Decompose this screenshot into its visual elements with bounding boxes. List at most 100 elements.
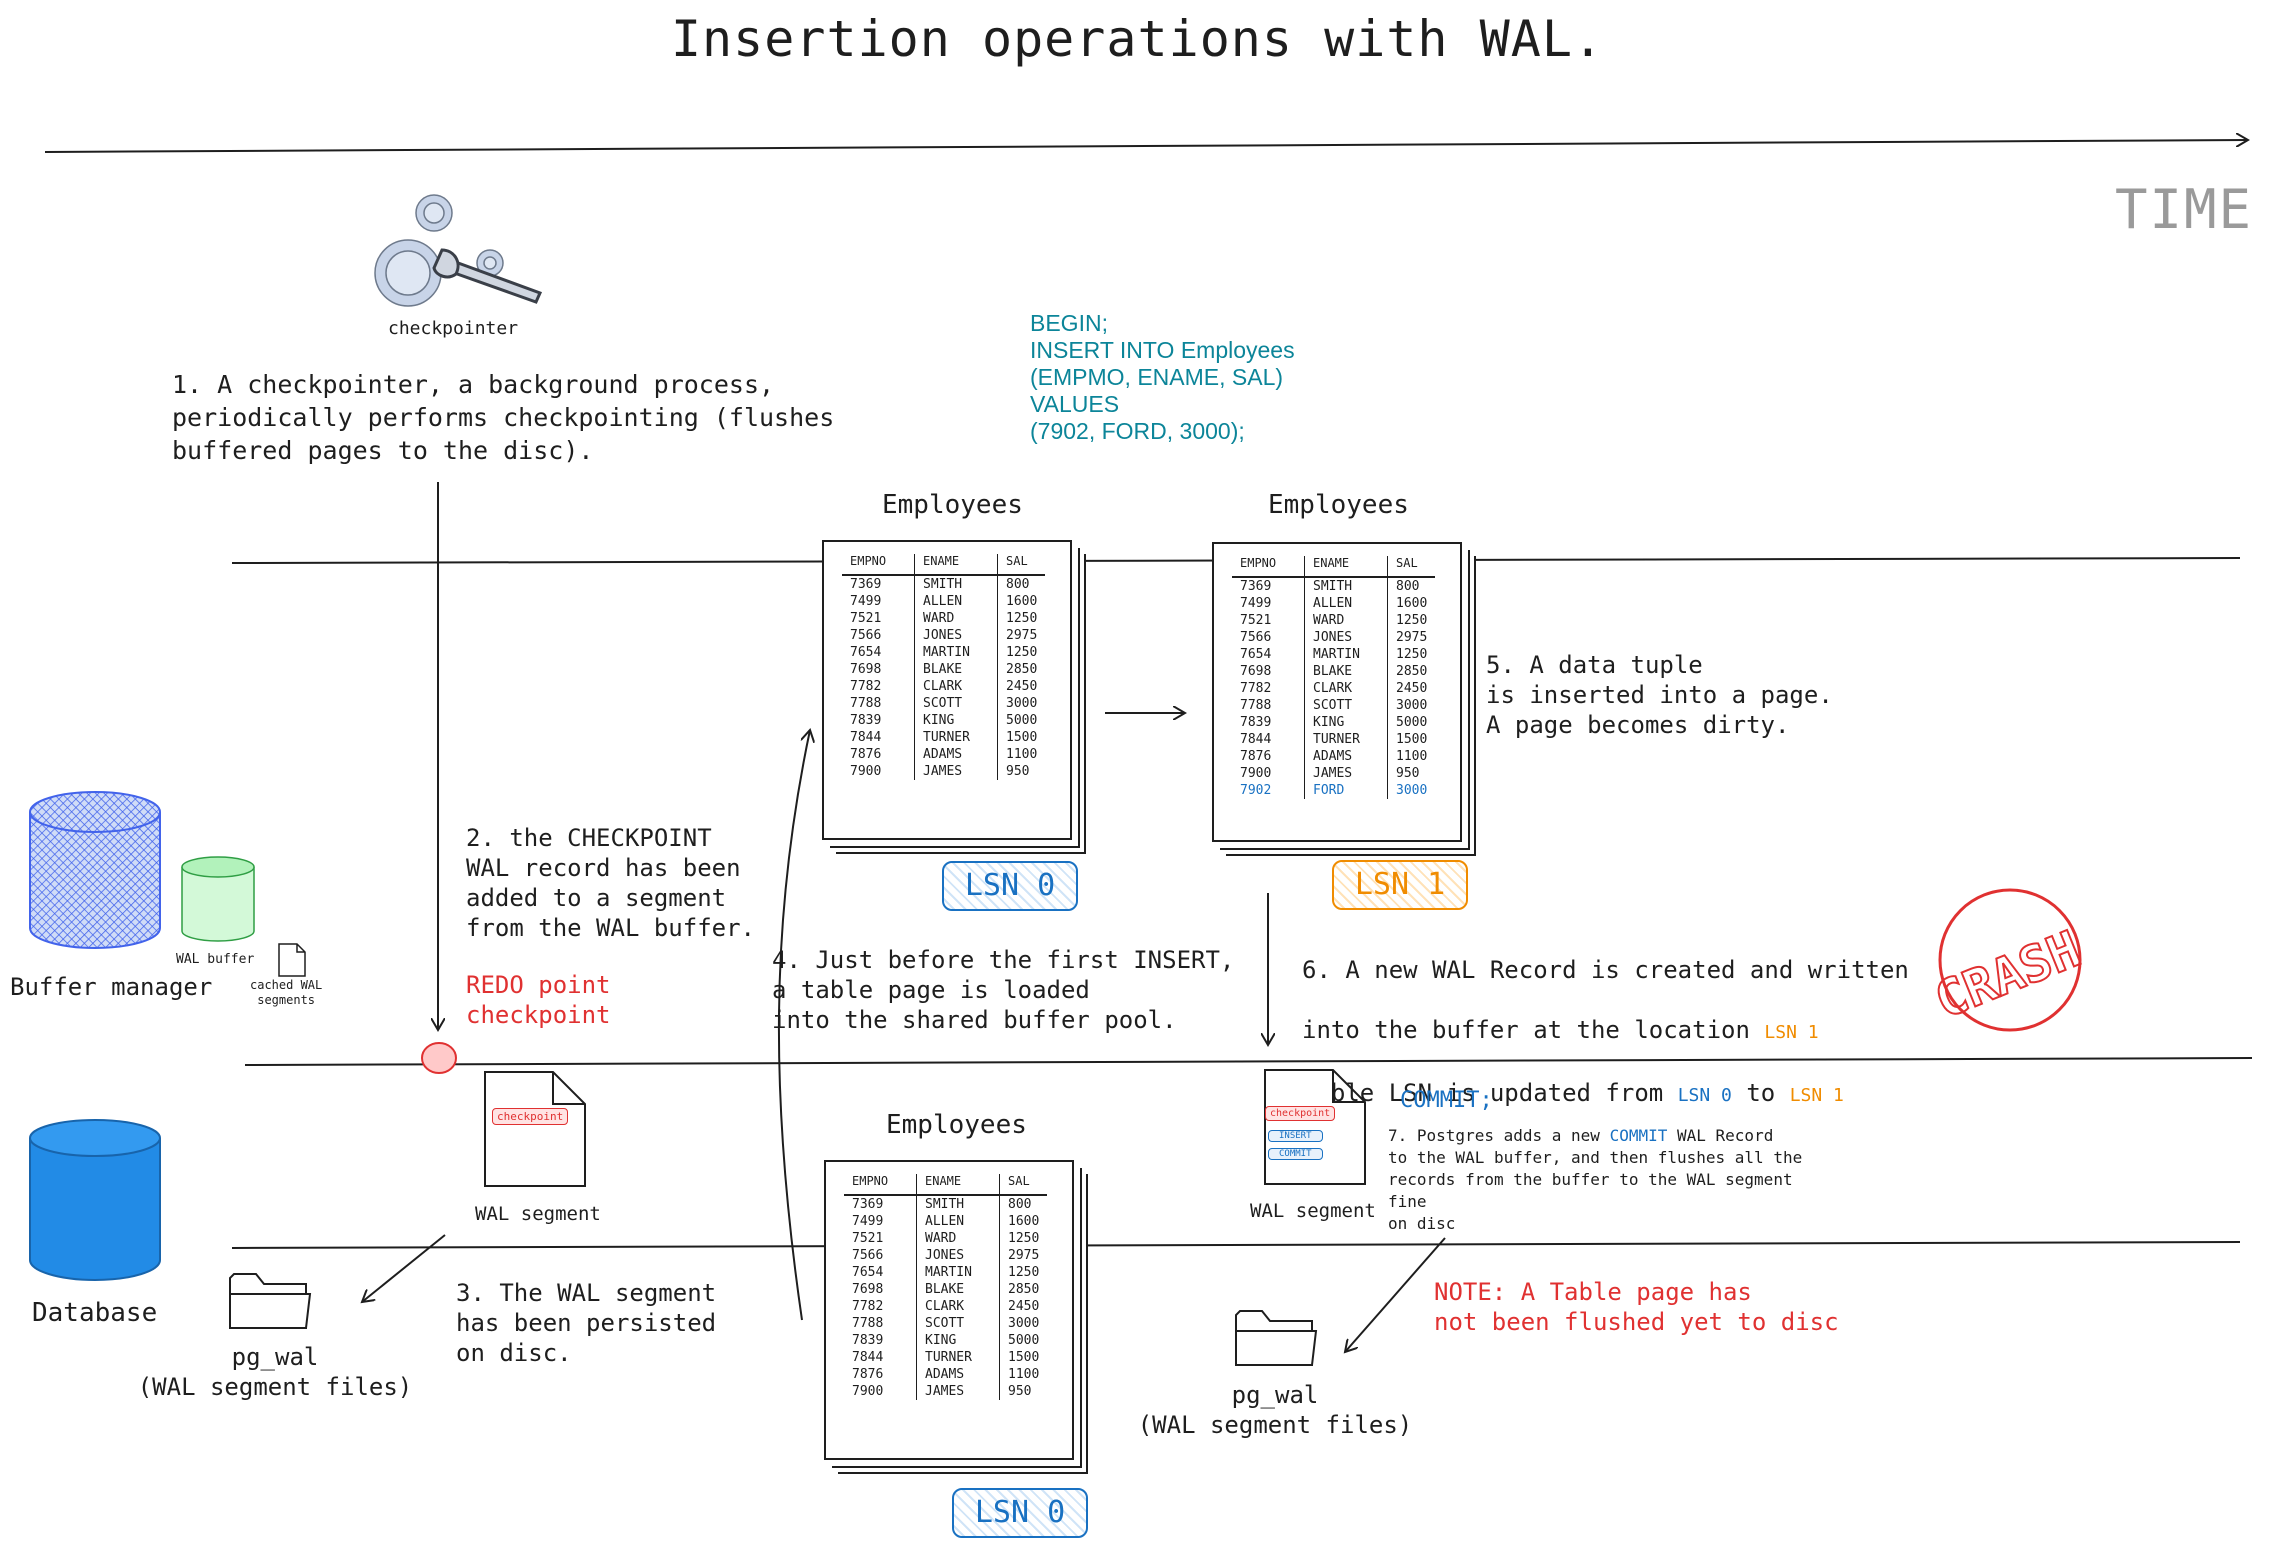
table-cell: 7876 xyxy=(852,1367,884,1382)
table-cell: 2450 xyxy=(1008,1299,1040,1314)
table-cell: 7902 xyxy=(1240,783,1272,798)
pg-wal-1-label: pg_wal (WAL segment files) xyxy=(137,1343,413,1401)
table-row: 7499 ALLEN 1600 xyxy=(842,593,1045,610)
table-cell: 7900 xyxy=(1240,766,1272,781)
table-cell: KING xyxy=(914,712,998,729)
table-cell: 7499 xyxy=(852,1214,884,1229)
table-cell: 3000 xyxy=(1396,698,1428,713)
table-cell: 2850 xyxy=(1396,664,1428,679)
table-cell: 7566 xyxy=(852,1248,884,1263)
gears-wrench-icon xyxy=(374,194,543,307)
table-cell: FORD xyxy=(1304,782,1388,799)
table-cell: 2850 xyxy=(1008,1282,1040,1297)
note-1-checkpointer: 1. A checkpointer, a background process,… xyxy=(172,370,835,465)
wal-buffer-label: WAL buffer xyxy=(176,952,255,967)
table-cell: 7900 xyxy=(850,764,882,779)
note-6-line-3: Table LSN is updated from LSN 0 to LSN 1 xyxy=(1302,1079,1844,1107)
table-cell: 1600 xyxy=(1006,594,1038,609)
lsn-badge-1: LSN 0 xyxy=(942,861,1078,911)
column-header: ENAME xyxy=(916,1174,1000,1196)
redo-point-label: REDO point checkpoint xyxy=(466,971,611,1029)
table-cell: 7654 xyxy=(1240,647,1272,662)
crash-stamp: CRASH xyxy=(1926,888,2089,1032)
column-header: ENAME xyxy=(914,554,998,576)
page-title: Insertion operations with WAL. xyxy=(670,10,1605,68)
table-cell: WARD xyxy=(916,1230,1000,1247)
table-cell: 7698 xyxy=(1240,664,1272,679)
table-cell: SMITH xyxy=(914,575,998,593)
table-cell: 1500 xyxy=(1008,1350,1040,1365)
wal-segment-1-checkpoint-tag: checkpoint xyxy=(492,1108,569,1125)
table-cell: JONES xyxy=(1304,629,1388,646)
table-cell: 1250 xyxy=(1006,645,1038,660)
table-cell: MARTIN xyxy=(916,1264,1000,1281)
table-1-title: Employees xyxy=(882,490,1023,520)
wal-segment-1-label: WAL segment xyxy=(475,1203,601,1225)
wal-segment-2-commit-tag: COMMIT xyxy=(1268,1148,1323,1160)
flush-arrow xyxy=(1345,1237,1446,1352)
table-cell: 7844 xyxy=(852,1350,884,1365)
separator-3 xyxy=(231,1241,2241,1249)
table-cell: 3000 xyxy=(1006,696,1038,711)
table-cell: 1250 xyxy=(1006,611,1038,626)
table-cell: 7369 xyxy=(1240,579,1272,594)
table-cell: 800 xyxy=(1006,577,1030,592)
note-4-page-loaded: 4. Just before the first INSERT, a table… xyxy=(772,946,1235,1034)
table-cell: SCOTT xyxy=(914,695,998,712)
table-cell: JAMES xyxy=(914,763,998,780)
table-cell: TURNER xyxy=(914,729,998,746)
table-cell: MARTIN xyxy=(1304,646,1388,663)
table-cell: 2975 xyxy=(1008,1248,1040,1263)
table-cell: 7499 xyxy=(850,594,882,609)
table-row: 7654 MARTIN 1250 xyxy=(842,644,1045,661)
note-6-wal-record: 6. A new WAL Record is created and writt… xyxy=(1302,925,1909,1141)
table-cell: 7839 xyxy=(850,713,882,728)
wal-segment-2-label: WAL segment xyxy=(1250,1200,1376,1222)
table-cell: WARD xyxy=(914,610,998,627)
table-cell: SCOTT xyxy=(916,1315,1000,1332)
table-cell: 5000 xyxy=(1008,1333,1040,1348)
table-cell: 7499 xyxy=(1240,596,1272,611)
time-label: TIME xyxy=(2115,178,2254,241)
note-7-commit: 7. Postgres adds a new COMMIT WAL Record… xyxy=(1388,1126,1803,1233)
table-cell: MARTIN xyxy=(914,644,998,661)
wal-buffer-icon xyxy=(181,856,255,942)
table-cell: ALLEN xyxy=(914,593,998,610)
lsn-badge-3: LSN 0 xyxy=(952,1488,1088,1538)
table-cell: 950 xyxy=(1006,764,1030,779)
note-6-line-1: 6. A new WAL Record is created and writt… xyxy=(1302,956,1909,984)
table-cell: 7782 xyxy=(850,679,882,694)
table-cell: 7876 xyxy=(850,747,882,762)
wal-segment-2-icon xyxy=(1264,1069,1366,1185)
sql-statement: BEGIN; INSERT INTO Employees (EMPMO, ENA… xyxy=(1030,310,1295,444)
table-cell: 7654 xyxy=(850,645,882,660)
column-header: EMPNO xyxy=(844,1174,917,1196)
column-header: EMPNO xyxy=(1232,556,1305,578)
table-cell: BLAKE xyxy=(916,1281,1000,1298)
table-cell: 7782 xyxy=(852,1299,884,1314)
table-cell: 1100 xyxy=(1008,1367,1040,1382)
table-3-title: Employees xyxy=(886,1110,1027,1140)
database-icon xyxy=(29,1119,161,1281)
pg-wal-2-label: pg_wal (WAL segment files) xyxy=(1137,1381,1413,1439)
table-cell: 7788 xyxy=(1240,698,1272,713)
